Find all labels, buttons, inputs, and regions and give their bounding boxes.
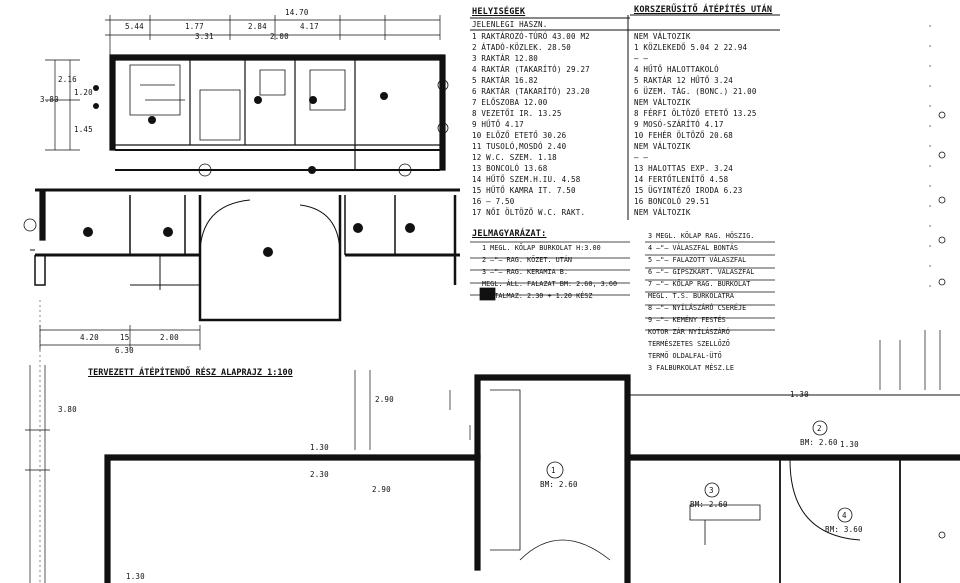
- dim-top: 5.44: [125, 22, 144, 31]
- room-area: BM: 3.60: [825, 525, 863, 534]
- materials-right-row: TERMÉSZETES SZELLŐZŐ: [648, 340, 730, 348]
- misc-label: 2.90: [375, 395, 394, 404]
- misc-label: 2.90: [372, 485, 391, 494]
- legend-title: HELYISÉGEK: [472, 7, 526, 17]
- rooms-left-row: 6 RAKTÁR (TAKARÍTÓ) 23.20: [472, 87, 590, 96]
- rooms-right-row: NEM VÁLTOZIK: [634, 142, 691, 151]
- rooms-right-row: 9 MOSÓ-SZÁRÍTÓ 4.17: [634, 120, 724, 129]
- rooms-right-row: NEM VÁLTOZIK: [634, 32, 691, 41]
- dim-left: 1.20: [74, 88, 93, 97]
- materials-right-row: 3 FALBURKOLAT MÉSZ.LE: [648, 364, 734, 372]
- rooms-left-row: 17 NŐI ÖLTÖZŐ W.C. RAKT.: [472, 208, 586, 217]
- dim-top: 2.84: [248, 22, 267, 31]
- rooms-left-row: 16 – 7.50: [472, 197, 515, 206]
- dim-left: 2.16: [58, 75, 77, 84]
- rooms-left-row: 14 HŰTŐ SZEM.H.IU. 4.58: [472, 175, 581, 184]
- rooms-left-row: 1 RAKTÁROZÓ-TÚRÓ 43.00 M2: [472, 32, 590, 41]
- rooms-right-row: 8 FÉRFI ÖLTÖZŐ ETETŐ 13.25: [634, 109, 757, 118]
- rooms-left-row: 12 W.C. SZEM. 1.18: [472, 153, 557, 162]
- materials-right-row: 8 –"– NYÍLÁSZÁRÓ CSERÉJE: [648, 304, 747, 312]
- misc-label: 2.30: [310, 470, 329, 479]
- dim-top: 2.00: [270, 32, 289, 41]
- materials-right-row: 5 –"– FALAZOTT VÁLASZFAL: [648, 256, 747, 264]
- materials-left-row: 3 –"– RAG. KERAMIA B.: [482, 268, 568, 276]
- room-number: 2: [817, 424, 822, 433]
- room-number: 3: [709, 486, 714, 495]
- rooms-right-row: 15 ÜGYINTÉZŐ IRODA 6.23: [634, 186, 743, 195]
- materials-left-row: TARTALMAZ: 2.30 + 1.20 KÉSZ: [482, 292, 593, 300]
- dim-bottom: 6.30: [115, 346, 134, 355]
- dim-left: 1.45: [74, 125, 93, 134]
- rooms-right-row: 10 FEHÉR ÖLTÖZŐ 20.68: [634, 131, 734, 140]
- dim-top: 3.31: [195, 32, 214, 41]
- dim-top-total: 14.70: [285, 8, 309, 17]
- rooms-right-row: 5 RAKTÁR 12 HŰTŐ 3.24: [634, 76, 734, 85]
- legend-sub-right: KORSZERŰSÍTŐ ÁTÉPÍTÉS UTÁN: [634, 5, 773, 15]
- room-number: 4: [842, 511, 847, 520]
- rooms-right-row: 6 ÜZEM. TÁG. (BONC.) 21.00: [634, 87, 757, 96]
- misc-label: 1.30: [126, 572, 145, 581]
- materials-right-row: 3 MEGL. KŐLAP RAG. HÖSZIG.: [648, 232, 755, 240]
- rooms-right-row: 13 HALOTTAS EXP. 3.24: [634, 164, 734, 173]
- room-area: BM: 2.60: [690, 500, 728, 509]
- materials-right-row: TERMŐ OLDALFAL-ÜTŐ: [648, 352, 722, 360]
- room-area: BM: 2.60: [800, 438, 838, 447]
- materials-right-row: MEGL. T.S. BURKOLATRA: [648, 292, 734, 300]
- misc-label: 3.80: [58, 405, 77, 414]
- misc-label: 1.30: [790, 390, 809, 399]
- misc-label: 1.30: [310, 443, 329, 452]
- rooms-left-row: 15 HŰTŐ KAMRA IT. 7.50: [472, 186, 576, 195]
- rooms-right-row: NEM VÁLTOZIK: [634, 98, 691, 107]
- rooms-left-row: 11 TUSOLÓ,MOSDÓ 2.40: [472, 142, 567, 151]
- legend-sub-left: JELENLEGI HASZN.: [472, 20, 548, 29]
- dim-bottom: 2.00: [160, 333, 179, 342]
- rooms-right-row: NEM VÁLTOZIK: [634, 208, 691, 217]
- materials-title: JELMAGYARÁZAT:: [472, 229, 547, 239]
- rooms-left-row: 3 RAKTÁR 12.80: [472, 54, 539, 63]
- dim-bottom: 4.20: [80, 333, 99, 342]
- dim-top: 1.77: [185, 22, 204, 31]
- dim-top: 4.17: [300, 22, 319, 31]
- rooms-right-row: 4 HŰTŐ HALOTTAKOLÓ: [634, 65, 719, 74]
- materials-right-row: 9 –"– KEMÉNY FESTÉS: [648, 316, 726, 324]
- rooms-left-row: 8 VEZETŐI IR. 13.25: [472, 109, 562, 118]
- materials-right-row: 6 –"– GIPSZKART. VÁLASZFAL: [648, 268, 755, 276]
- materials-right-row: 7 –"– KŐLAP RAG. BURKOLAT: [648, 280, 751, 288]
- rooms-right-row: – –: [634, 54, 649, 63]
- dim-left: 3.80: [40, 95, 59, 104]
- materials-left-row: MEGL. ÁLL. FALAZAT BM: 2.60, 3.60: [482, 280, 618, 288]
- misc-label: 1.30: [840, 440, 859, 449]
- rooms-left-row: 2 ÁTADÓ-KÖZLEK. 28.50: [472, 43, 572, 52]
- plan-title: TERVEZETT ÁTÉPÍTENDŐ RÉSZ ALAPRAJZ 1:100: [88, 368, 293, 378]
- rooms-left-row: 13 BONCOLÓ 13.68: [472, 164, 548, 173]
- rooms-left-row: 7 ELŐSZOBA 12.00: [472, 98, 548, 107]
- rooms-left-row: 4 RAKTÁR (TAKARÍTÓ) 29.27: [472, 65, 590, 74]
- materials-right-row: KOTOR ZÁR NYÍLÁSZÁRÓ: [648, 328, 730, 336]
- dim-bottom: 15: [120, 333, 130, 342]
- rooms-right-row: 16 BONCOLÓ 29.51: [634, 197, 710, 206]
- rooms-right-row: 14 FERTŐTLENÍTŐ 4.58: [634, 175, 729, 184]
- room-number: 1: [551, 466, 556, 475]
- rooms-left-row: 5 RAKTÁR 16.82: [472, 76, 539, 85]
- rooms-left-row: 9 HŰTŐ 4.17: [472, 120, 524, 129]
- rooms-right-row: – –: [634, 153, 649, 162]
- room-area: BM: 2.60: [540, 480, 578, 489]
- rooms-left-row: 10 ELŐZŐ ETETŐ 30.26: [472, 131, 567, 140]
- materials-right-row: 4 –"– VÁLASZFAL BONTÁS: [648, 244, 739, 252]
- materials-left-row: 2 –"– RAG. KŐZET. UTÁN: [482, 256, 573, 264]
- materials-left-row: 1 MEGL. KŐLAP BURKOLAT H:3.00: [482, 244, 601, 252]
- rooms-right-row: 1 KÖZLEKEDŐ 5.04 2 22.94: [634, 43, 748, 52]
